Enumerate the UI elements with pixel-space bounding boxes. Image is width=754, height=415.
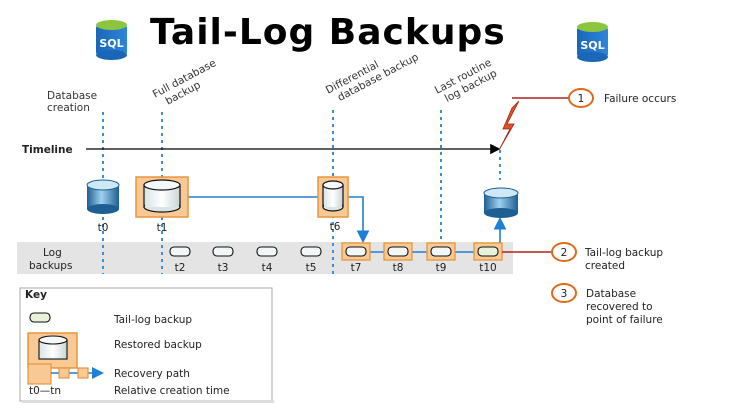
event-label-last-log: Last routine log backup xyxy=(433,55,502,107)
log-backups xyxy=(169,242,503,261)
page-title: Tail-Log Backups xyxy=(150,12,506,53)
time-label-t6: t6 xyxy=(330,221,341,233)
tail-log-backup-icon xyxy=(477,246,499,257)
log-backup-t9 xyxy=(426,242,456,261)
log-backup-t2 xyxy=(169,246,191,257)
restored-full-backup-t1 xyxy=(135,176,189,218)
callout-1: 1 Failure occurs xyxy=(512,88,676,108)
log-backup-icon xyxy=(256,246,278,257)
key-legend: Key Tail-log backup Restored backup Reco… xyxy=(19,287,274,403)
log-backup-t3 xyxy=(212,246,234,257)
recovered-database-icon xyxy=(483,187,519,218)
log-backup-t10 xyxy=(473,242,503,261)
time-label-t4: t4 xyxy=(262,262,273,274)
log-backup-icon xyxy=(387,246,409,257)
log-backup-icon xyxy=(300,246,322,257)
svg-text:SQL: SQL xyxy=(580,39,604,52)
database-t0-icon xyxy=(86,179,120,214)
key-tail-log-icon xyxy=(29,312,51,323)
restored-differential-t6 xyxy=(317,176,349,218)
time-label-t10: t10 xyxy=(479,262,496,274)
log-backup-icon xyxy=(212,246,234,257)
time-labels: t0 t1 t2 t3 t4 t5 t6 t7 t8 t9 t10 xyxy=(98,221,497,274)
sql-logo-left-icon: SQL xyxy=(96,20,127,60)
key-item-relative-time: Relative creation time xyxy=(114,385,230,397)
timeline-label: Timeline xyxy=(22,144,73,156)
time-label-t1: t1 xyxy=(157,222,168,234)
log-backup-t4 xyxy=(256,246,278,257)
svg-text:Failure occurs: Failure occurs xyxy=(604,93,676,105)
svg-text:1: 1 xyxy=(578,93,585,105)
event-lines xyxy=(102,110,501,274)
key-item-recovery: Recovery path xyxy=(114,368,190,380)
key-range-label: t0—tn xyxy=(29,385,61,397)
log-backups-label: Log backups xyxy=(29,247,72,272)
key-item-tail-log: Tail-log backup xyxy=(113,314,192,326)
time-label-t2: t2 xyxy=(175,262,186,274)
svg-text:SQL: SQL xyxy=(99,37,123,50)
key-recovery-path-icon xyxy=(27,363,104,385)
time-label-t0: t0 xyxy=(98,222,109,234)
log-backup-t8 xyxy=(383,242,413,261)
key-restored-icon xyxy=(27,332,78,369)
svg-text:3: 3 xyxy=(561,288,568,300)
log-backup-t7 xyxy=(341,242,371,261)
log-backup-icon xyxy=(345,246,367,257)
failure-lightning-icon xyxy=(498,100,520,151)
time-label-t9: t9 xyxy=(436,262,447,274)
log-backup-icon xyxy=(430,246,452,257)
log-backup-t5 xyxy=(300,246,322,257)
key-item-restored: Restored backup xyxy=(114,339,202,351)
event-label-differential: Differential database backup xyxy=(324,40,421,107)
key-title: Key xyxy=(25,289,47,301)
event-label-full-backup: Full database backup xyxy=(151,56,227,112)
time-label-t8: t8 xyxy=(393,262,404,274)
sql-logo-right-icon: SQL xyxy=(577,22,608,62)
log-backup-icon xyxy=(169,246,191,257)
event-label-db-creation: Database creation xyxy=(47,90,100,114)
time-label-t5: t5 xyxy=(306,262,317,274)
svg-text:2: 2 xyxy=(561,247,568,259)
time-label-t7: t7 xyxy=(351,262,362,274)
time-label-t3: t3 xyxy=(218,262,229,274)
